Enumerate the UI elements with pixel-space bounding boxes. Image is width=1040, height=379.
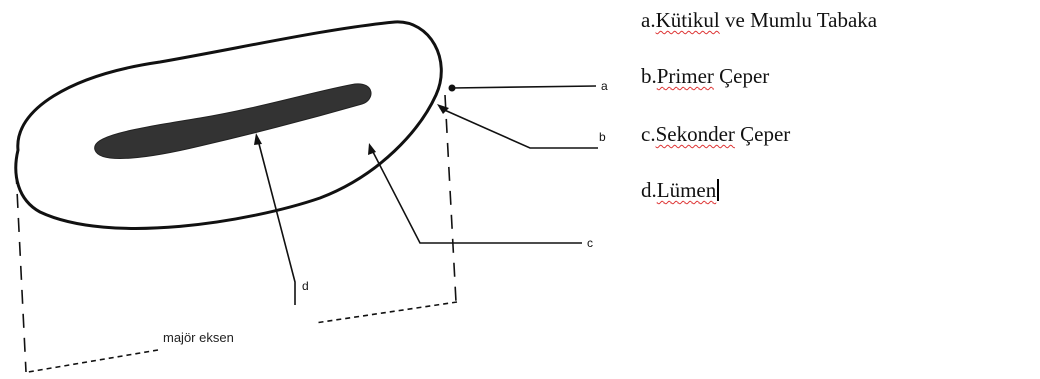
- label-c: c: [587, 236, 593, 250]
- pointer-line-a: [451, 85, 597, 89]
- legend-rest: ve Mumlu Tabaka: [719, 8, 878, 32]
- legend-word: Primer: [656, 64, 714, 88]
- legend-prefix: d.: [641, 178, 657, 202]
- legend-word: Lümen: [656, 178, 717, 202]
- dimension-line-bottom-right: [314, 301, 458, 324]
- dimension-line-bottom-left: [27, 349, 159, 373]
- text-cursor: [717, 179, 720, 201]
- pointer-line-d: [257, 139, 296, 305]
- dimension-line-left: [15, 169, 27, 373]
- pointer-line-c: [371, 149, 582, 244]
- label-b: b: [599, 130, 606, 144]
- dimension-line-right: [444, 94, 457, 303]
- legend-prefix: a.: [641, 8, 656, 32]
- legend-item-c: c.Sekonder Çeper: [641, 122, 790, 147]
- major-axis-label: majör eksen: [163, 330, 234, 345]
- legend-item-d[interactable]: d.Lümen: [641, 178, 720, 203]
- pointer-line-b: [439, 107, 598, 149]
- pointer-arrow-b: [437, 104, 449, 114]
- legend-word: Sekonder: [655, 122, 735, 146]
- legend-word: Kütikul: [655, 8, 720, 32]
- legend-prefix: b.: [641, 64, 657, 88]
- cell-cross-section-diagram: a b c d majör eksen: [14, 20, 608, 373]
- legend-item-b: b.Primer Çeper: [641, 64, 769, 89]
- label-d: d: [302, 279, 309, 293]
- legend-rest: Çeper: [734, 122, 791, 146]
- legend-prefix: c.: [641, 122, 656, 146]
- pointer-arrow-c: [368, 143, 376, 155]
- pointer-arrow-d: [254, 133, 262, 145]
- cell-outline: [14, 20, 443, 230]
- label-a: a: [601, 79, 608, 93]
- legend-item-a: a.Kütikul ve Mumlu Tabaka: [641, 8, 877, 33]
- legend-rest: Çeper: [713, 64, 770, 88]
- lumen-shape: [94, 83, 372, 159]
